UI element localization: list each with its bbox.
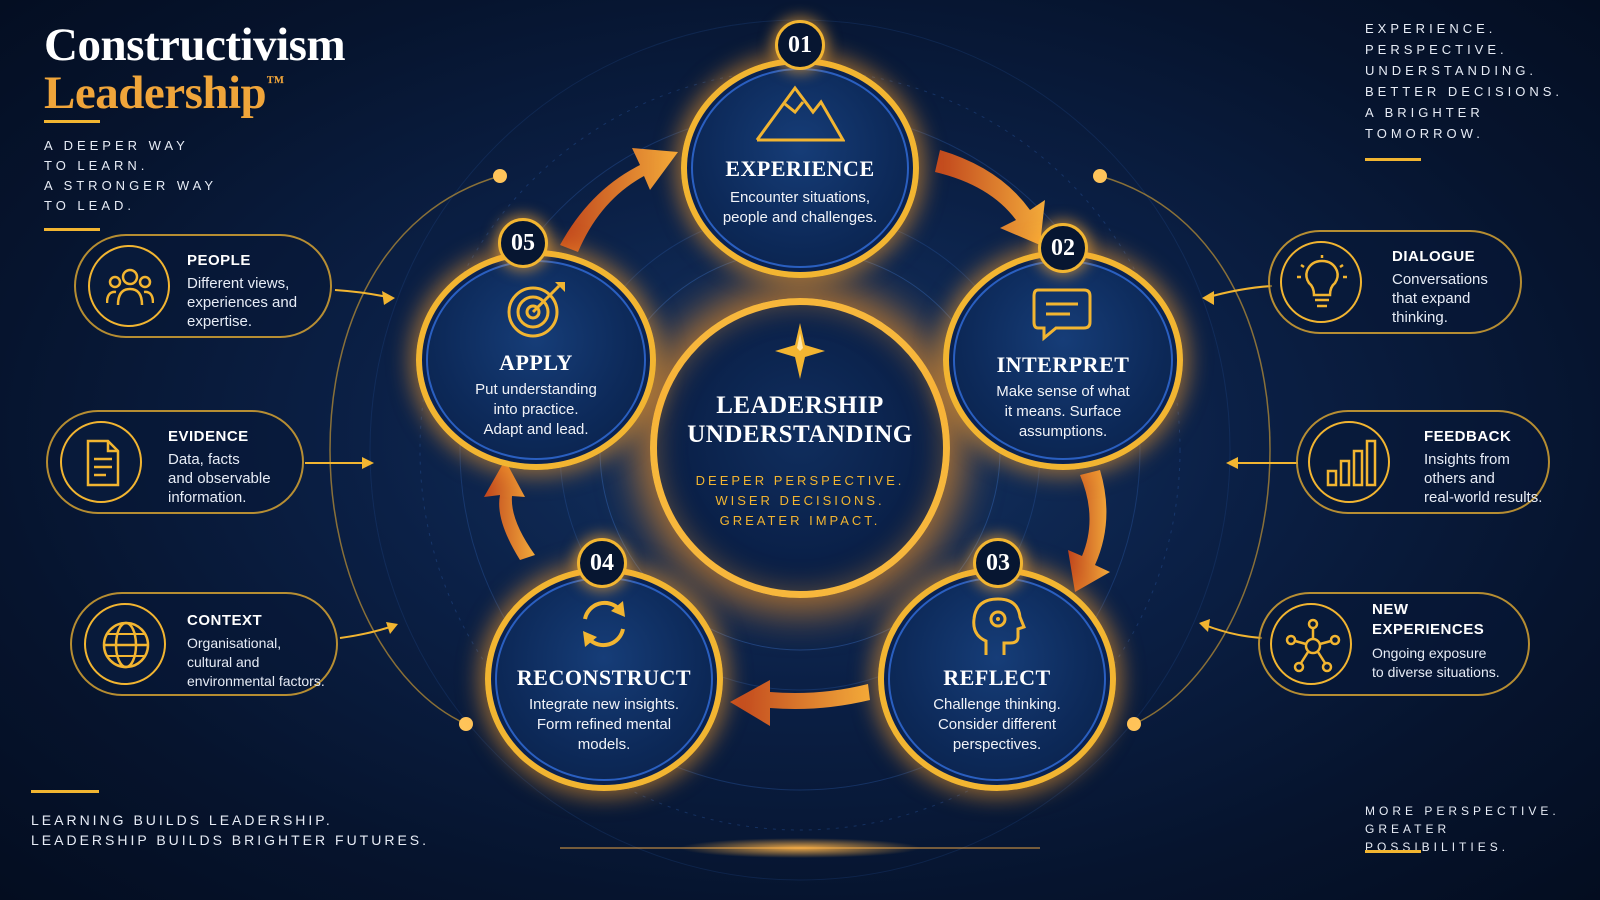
- arrow-01-to-02: [935, 150, 1045, 245]
- stage-experience: EXPERIENCE Encounter situations,people a…: [681, 58, 919, 278]
- connector-dot: [459, 717, 473, 731]
- stage-number-badge: 03: [973, 538, 1023, 588]
- stage-description: Encounter situations,people and challeng…: [722, 189, 878, 226]
- lightbulb-icon-wrap: [1280, 241, 1362, 323]
- stage-title: APPLY: [499, 350, 573, 375]
- chat-bubble-icon: [1032, 288, 1092, 342]
- right-connector-arc: [1099, 175, 1271, 725]
- stage-title: EXPERIENCE: [725, 156, 875, 181]
- stage-number-badge: 04: [577, 538, 627, 588]
- trademark-mark: ™: [266, 72, 284, 92]
- arrow-02-to-03: [1068, 470, 1110, 592]
- connector-dot: [493, 169, 507, 183]
- mountain-icon: [755, 85, 845, 142]
- brand-title-line1: Constructivism: [44, 19, 346, 71]
- bottom-right-divider: [1365, 850, 1421, 853]
- network-icon: [1285, 618, 1341, 673]
- document-icon-wrap: [60, 421, 142, 503]
- head-gear-icon: [972, 597, 1026, 655]
- connector-dot: [1093, 169, 1107, 183]
- lightbulb-icon: [1297, 255, 1347, 308]
- brand-title-line2: Leadership™: [44, 67, 284, 119]
- stage-title: INTERPRET: [996, 352, 1130, 377]
- center-subtitle: DEEPER PERSPECTIVE.WISER DECISIONS.GREAT…: [695, 473, 905, 528]
- cycle-arrows-icon: [583, 600, 625, 648]
- input-title: FEEDBACK: [1424, 428, 1512, 445]
- network-icon-wrap: [1270, 603, 1352, 685]
- arrow-newexp-in: [1201, 623, 1263, 639]
- left-connector-arc: [329, 175, 501, 725]
- bottom-left-divider: [31, 790, 99, 793]
- globe-icon-wrap: [84, 603, 166, 685]
- connector-dot: [1127, 717, 1141, 731]
- arrow-04-to-05: [484, 460, 535, 560]
- input-title: PEOPLE: [187, 252, 251, 269]
- bar-chart-icon-wrap: [1308, 421, 1390, 503]
- arrow-03-to-04: [730, 680, 870, 726]
- compass-star-icon: [775, 323, 825, 379]
- people-icon: [106, 268, 154, 306]
- bottom-right-statement: MORE PERSPECTIVE.GREATER POSSIBILITIES.: [1365, 804, 1560, 854]
- stage-reconstruct: RECONSTRUCT Integrate new insights.Form …: [485, 567, 723, 791]
- stage-reflect: REFLECT Challenge thinking.Consider diff…: [878, 567, 1116, 791]
- input-title: DIALOGUE: [1392, 248, 1476, 265]
- stage-title: REFLECT: [943, 665, 1051, 690]
- tagline-divider: [44, 228, 100, 231]
- globe-icon: [102, 621, 150, 669]
- top-right-statement: EXPERIENCE.PERSPECTIVE.UNDERSTANDING. BE…: [1365, 21, 1564, 141]
- stage-number-badge: 01: [775, 20, 825, 70]
- bar-chart-icon: [1326, 439, 1377, 487]
- top-right-divider: [1365, 158, 1421, 161]
- input-title: EVIDENCE: [168, 428, 249, 445]
- stage-number-badge: 05: [498, 218, 548, 268]
- brand-divider: [44, 120, 100, 123]
- arrow-context-in: [339, 624, 397, 639]
- arrow-05-to-01: [560, 148, 678, 252]
- people-icon-wrap: [88, 245, 170, 327]
- target-icon: [507, 282, 565, 338]
- input-title: CONTEXT: [187, 612, 263, 629]
- bottom-left-statement: LEARNING BUILDS LEADERSHIP.LEADERSHIP BU…: [31, 812, 430, 848]
- stage-number-badge: 02: [1038, 223, 1088, 273]
- stage-title: RECONSTRUCT: [516, 665, 692, 690]
- document-icon: [86, 439, 120, 487]
- stage-description: Integrate new insights.Form refined ment…: [528, 696, 680, 753]
